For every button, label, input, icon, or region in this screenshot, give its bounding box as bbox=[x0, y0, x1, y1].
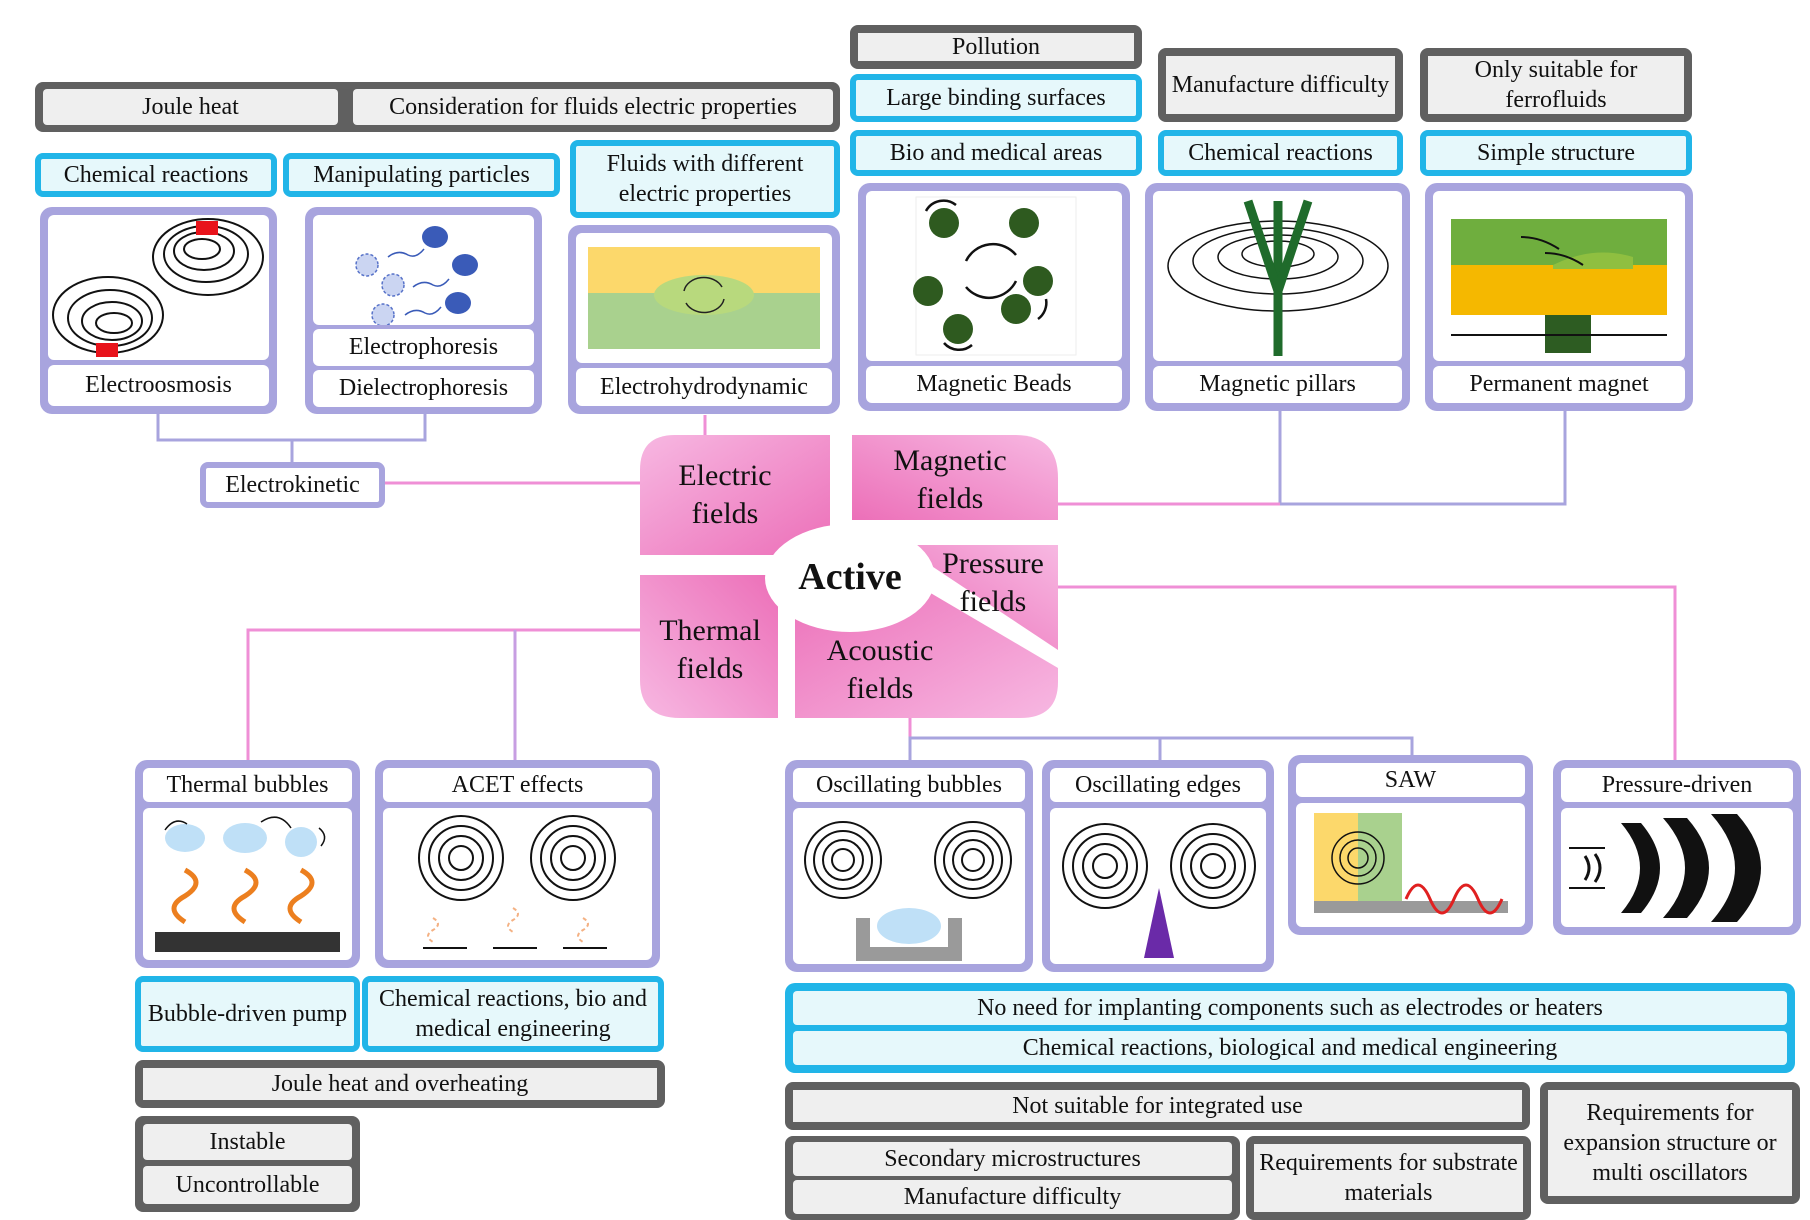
electrophoresis-panel: Electrophoresis Dielectrophoresis bbox=[305, 207, 542, 414]
oscillating-bubbles-label: Oscillating bubbles bbox=[793, 768, 1025, 802]
magnetic-con-manufacture: Manufacture difficulty bbox=[1158, 48, 1403, 122]
pressure-fields-sector bbox=[900, 545, 1058, 650]
magnetic-pro-large-binding: Large binding surfaces bbox=[850, 74, 1142, 122]
permanent-magnet-label: Permanent magnet bbox=[1433, 366, 1685, 403]
thermal-fields-sector bbox=[640, 575, 778, 718]
magnetic-con-pollution: Pollution bbox=[850, 25, 1142, 69]
magnetic-beads-label: Magnetic Beads bbox=[866, 366, 1122, 403]
pillars-icon bbox=[1167, 199, 1389, 356]
acoustic-con-secondary: Secondary microstructures bbox=[793, 1142, 1232, 1176]
electrophoresis-label: Electrophoresis bbox=[313, 329, 534, 366]
electrohydrodynamic-panel: Electrohydrodynamic bbox=[568, 225, 840, 414]
acoustic-con-manufacture: Manufacture difficulty bbox=[793, 1180, 1232, 1214]
magnetic-beads-image bbox=[866, 191, 1122, 361]
magnetic-pillars-label: Magnetic pillars bbox=[1153, 366, 1402, 403]
saw-label: SAW bbox=[1296, 763, 1525, 797]
acet-image bbox=[383, 808, 652, 960]
magnetic-fields-label: Magnetic fields bbox=[893, 444, 1007, 515]
thermal-bubbles-image bbox=[143, 808, 352, 960]
acoustic-con-expansion: Requirements for expansion structure or … bbox=[1540, 1082, 1800, 1204]
magnetic-fields-sector bbox=[852, 435, 1058, 520]
thermal-pro-bubble-pump: Bubble-driven pump bbox=[135, 976, 360, 1052]
pressure-driven-label: Pressure-driven bbox=[1561, 768, 1793, 802]
electric-pro-chemical-reactions: Chemical reactions bbox=[35, 153, 277, 197]
thermal-pro-chemical: Chemical reactions, bio and medical engi… bbox=[362, 976, 664, 1052]
electrohydrodynamic-image bbox=[576, 233, 832, 363]
thermal-cons-stack: Instable Uncontrollable bbox=[135, 1116, 360, 1212]
active-hub bbox=[765, 524, 935, 632]
oscillating-edges-image bbox=[1050, 808, 1266, 964]
acet-vortex-icon bbox=[418, 815, 616, 949]
electric-pro-fluids: Fluids with different electric propertie… bbox=[570, 140, 840, 218]
electrokinetic-connectors bbox=[156, 410, 427, 462]
acoustic-pro-no-implant: No need for implanting components such a… bbox=[793, 991, 1787, 1025]
saw-panel: SAW bbox=[1288, 755, 1533, 935]
magnetic-pillars-image bbox=[1153, 191, 1402, 361]
electric-con-joule-heat: Joule heat bbox=[43, 89, 338, 125]
acet-panel: ACET effects bbox=[375, 760, 660, 968]
bubbles-heater-icon bbox=[155, 816, 340, 952]
acoustic-pro-chemical: Chemical reactions, biological and medic… bbox=[793, 1031, 1787, 1065]
acoustic-con-not-integrated: Not suitable for integrated use bbox=[785, 1082, 1530, 1130]
magnetic-pro-bio-medical: Bio and medical areas bbox=[850, 130, 1142, 176]
oscillating-bubbles-panel: Oscillating bubbles bbox=[785, 760, 1033, 972]
pressure-driven-image bbox=[1561, 808, 1793, 927]
oscillating-edges-panel: Oscillating edges bbox=[1042, 760, 1274, 972]
osc-bubble-icon bbox=[804, 821, 1012, 961]
electric-cons-bar: Joule heat Consideration for fluids elec… bbox=[35, 82, 840, 132]
oscillating-bubbles-image bbox=[793, 808, 1025, 964]
magnetic-pillars-panel: Magnetic pillars bbox=[1145, 183, 1410, 411]
electric-fields-label: Electric fields bbox=[678, 459, 772, 530]
saw-image bbox=[1296, 803, 1525, 927]
acet-label: ACET effects bbox=[383, 768, 652, 802]
pressure-driven-panel: Pressure-driven bbox=[1553, 760, 1801, 935]
center-hub bbox=[640, 435, 1058, 718]
osc-edge-icon bbox=[1062, 823, 1256, 958]
electrophoresis-image bbox=[313, 215, 534, 327]
beads-icon bbox=[913, 196, 1077, 356]
electric-con-fluid-properties: Consideration for fluids electric proper… bbox=[353, 89, 833, 125]
permanent-magnet-panel: Permanent magnet bbox=[1425, 183, 1693, 411]
electrokinetic-label: Electrokinetic bbox=[200, 462, 385, 508]
electrohydrodynamic-label: Electrohydrodynamic bbox=[576, 368, 832, 406]
oscillating-edges-label: Oscillating edges bbox=[1050, 768, 1266, 802]
electroosmosis-image bbox=[48, 215, 269, 360]
fluid-interface-icon bbox=[588, 247, 820, 349]
permanent-magnet-image bbox=[1433, 191, 1685, 361]
thermal-fields-label: Thermal fields bbox=[659, 614, 761, 685]
active-title: Active bbox=[798, 556, 902, 598]
particles-icon bbox=[355, 226, 478, 327]
electroosmosis-panel: Electroosmosis bbox=[40, 207, 277, 414]
electric-pro-manipulating-particles: Manipulating particles bbox=[283, 153, 560, 197]
thermal-bubbles-label: Thermal bubbles bbox=[143, 768, 352, 802]
acoustic-pros-bar: No need for implanting components such a… bbox=[785, 983, 1795, 1073]
acoustic-cons-stack: Secondary microstructures Manufacture di… bbox=[785, 1136, 1240, 1220]
thermal-con-uncontrollable: Uncontrollable bbox=[143, 1166, 352, 1204]
electric-fields-sector bbox=[640, 435, 830, 555]
magnetic-con-ferrofluids: Only suitable for ferrofluids bbox=[1420, 48, 1692, 122]
pressure-fields-label: Pressure fields bbox=[942, 547, 1044, 618]
thermal-bubbles-panel: Thermal bubbles bbox=[135, 760, 360, 968]
magnetic-beads-panel: Magnetic Beads bbox=[858, 183, 1130, 411]
saw-wave-icon bbox=[1314, 813, 1508, 915]
dielectrophoresis-label: Dielectrophoresis bbox=[313, 370, 534, 407]
magnet-icon bbox=[1451, 219, 1667, 353]
thermal-con-instable: Instable bbox=[143, 1124, 352, 1160]
acoustic-con-substrate: Requirements for substrate materials bbox=[1246, 1136, 1531, 1220]
thermal-con-joule-overheating: Joule heat and overheating bbox=[135, 1060, 665, 1108]
pressure-wave-icon bbox=[1569, 814, 1761, 922]
magnetic-pro-chemical-reactions: Chemical reactions bbox=[1158, 130, 1403, 176]
magnetic-pro-simple-structure: Simple structure bbox=[1420, 130, 1692, 176]
electroosmosis-label: Electroosmosis bbox=[48, 365, 269, 406]
electroosmosis-vortex-icon bbox=[52, 218, 264, 357]
acoustic-fields-label: Acoustic fields bbox=[826, 634, 934, 705]
